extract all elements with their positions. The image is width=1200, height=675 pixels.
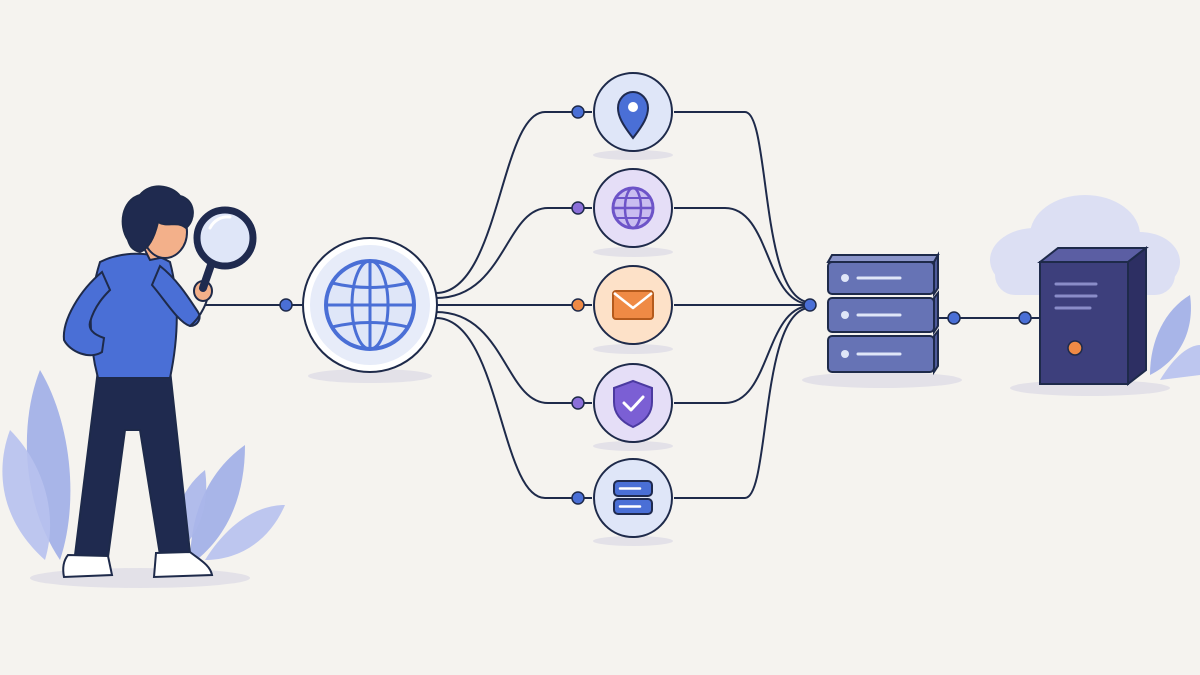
server-unit <box>827 328 939 376</box>
rack-shadow <box>802 372 962 388</box>
edge-globe-security <box>435 311 592 404</box>
node-shadow <box>593 536 673 546</box>
edge-globe-database <box>435 317 592 499</box>
edge-globe-web <box>435 207 592 299</box>
node-shadow <box>593 150 673 160</box>
server-unit <box>826 251 940 298</box>
web-node[interactable] <box>593 168 673 248</box>
server-tower-icon[interactable] <box>1037 245 1149 387</box>
globe-small-icon <box>611 186 655 230</box>
right-plant-icon <box>1150 295 1200 380</box>
globe-hub-node[interactable] <box>302 237 438 373</box>
node-shadow <box>593 441 673 451</box>
location-pin-icon <box>616 90 650 140</box>
location-node[interactable] <box>593 72 673 152</box>
edge-location-rack <box>674 111 809 303</box>
edge-globe-location <box>435 111 592 294</box>
connector-dots <box>279 105 1032 505</box>
power-light-icon <box>1067 340 1083 356</box>
edge-web-rack <box>674 207 809 305</box>
server-unit <box>827 290 939 336</box>
globe-shadow <box>308 369 432 383</box>
node-shadow <box>593 344 673 354</box>
globe-icon <box>324 259 416 351</box>
shield-check-icon <box>613 379 653 429</box>
connector-lines <box>205 111 1040 499</box>
database-node[interactable] <box>593 458 673 538</box>
edge-security-rack <box>674 305 809 404</box>
left-plant-icon <box>2 370 285 565</box>
person-with-magnifier-icon <box>62 185 257 579</box>
mail-node[interactable] <box>593 265 673 345</box>
server-rack-icon[interactable] <box>826 251 940 376</box>
edge-database-rack <box>674 307 809 499</box>
envelope-icon <box>612 290 654 320</box>
node-shadow <box>593 247 673 257</box>
database-icon <box>613 480 653 515</box>
security-node[interactable] <box>593 363 673 443</box>
